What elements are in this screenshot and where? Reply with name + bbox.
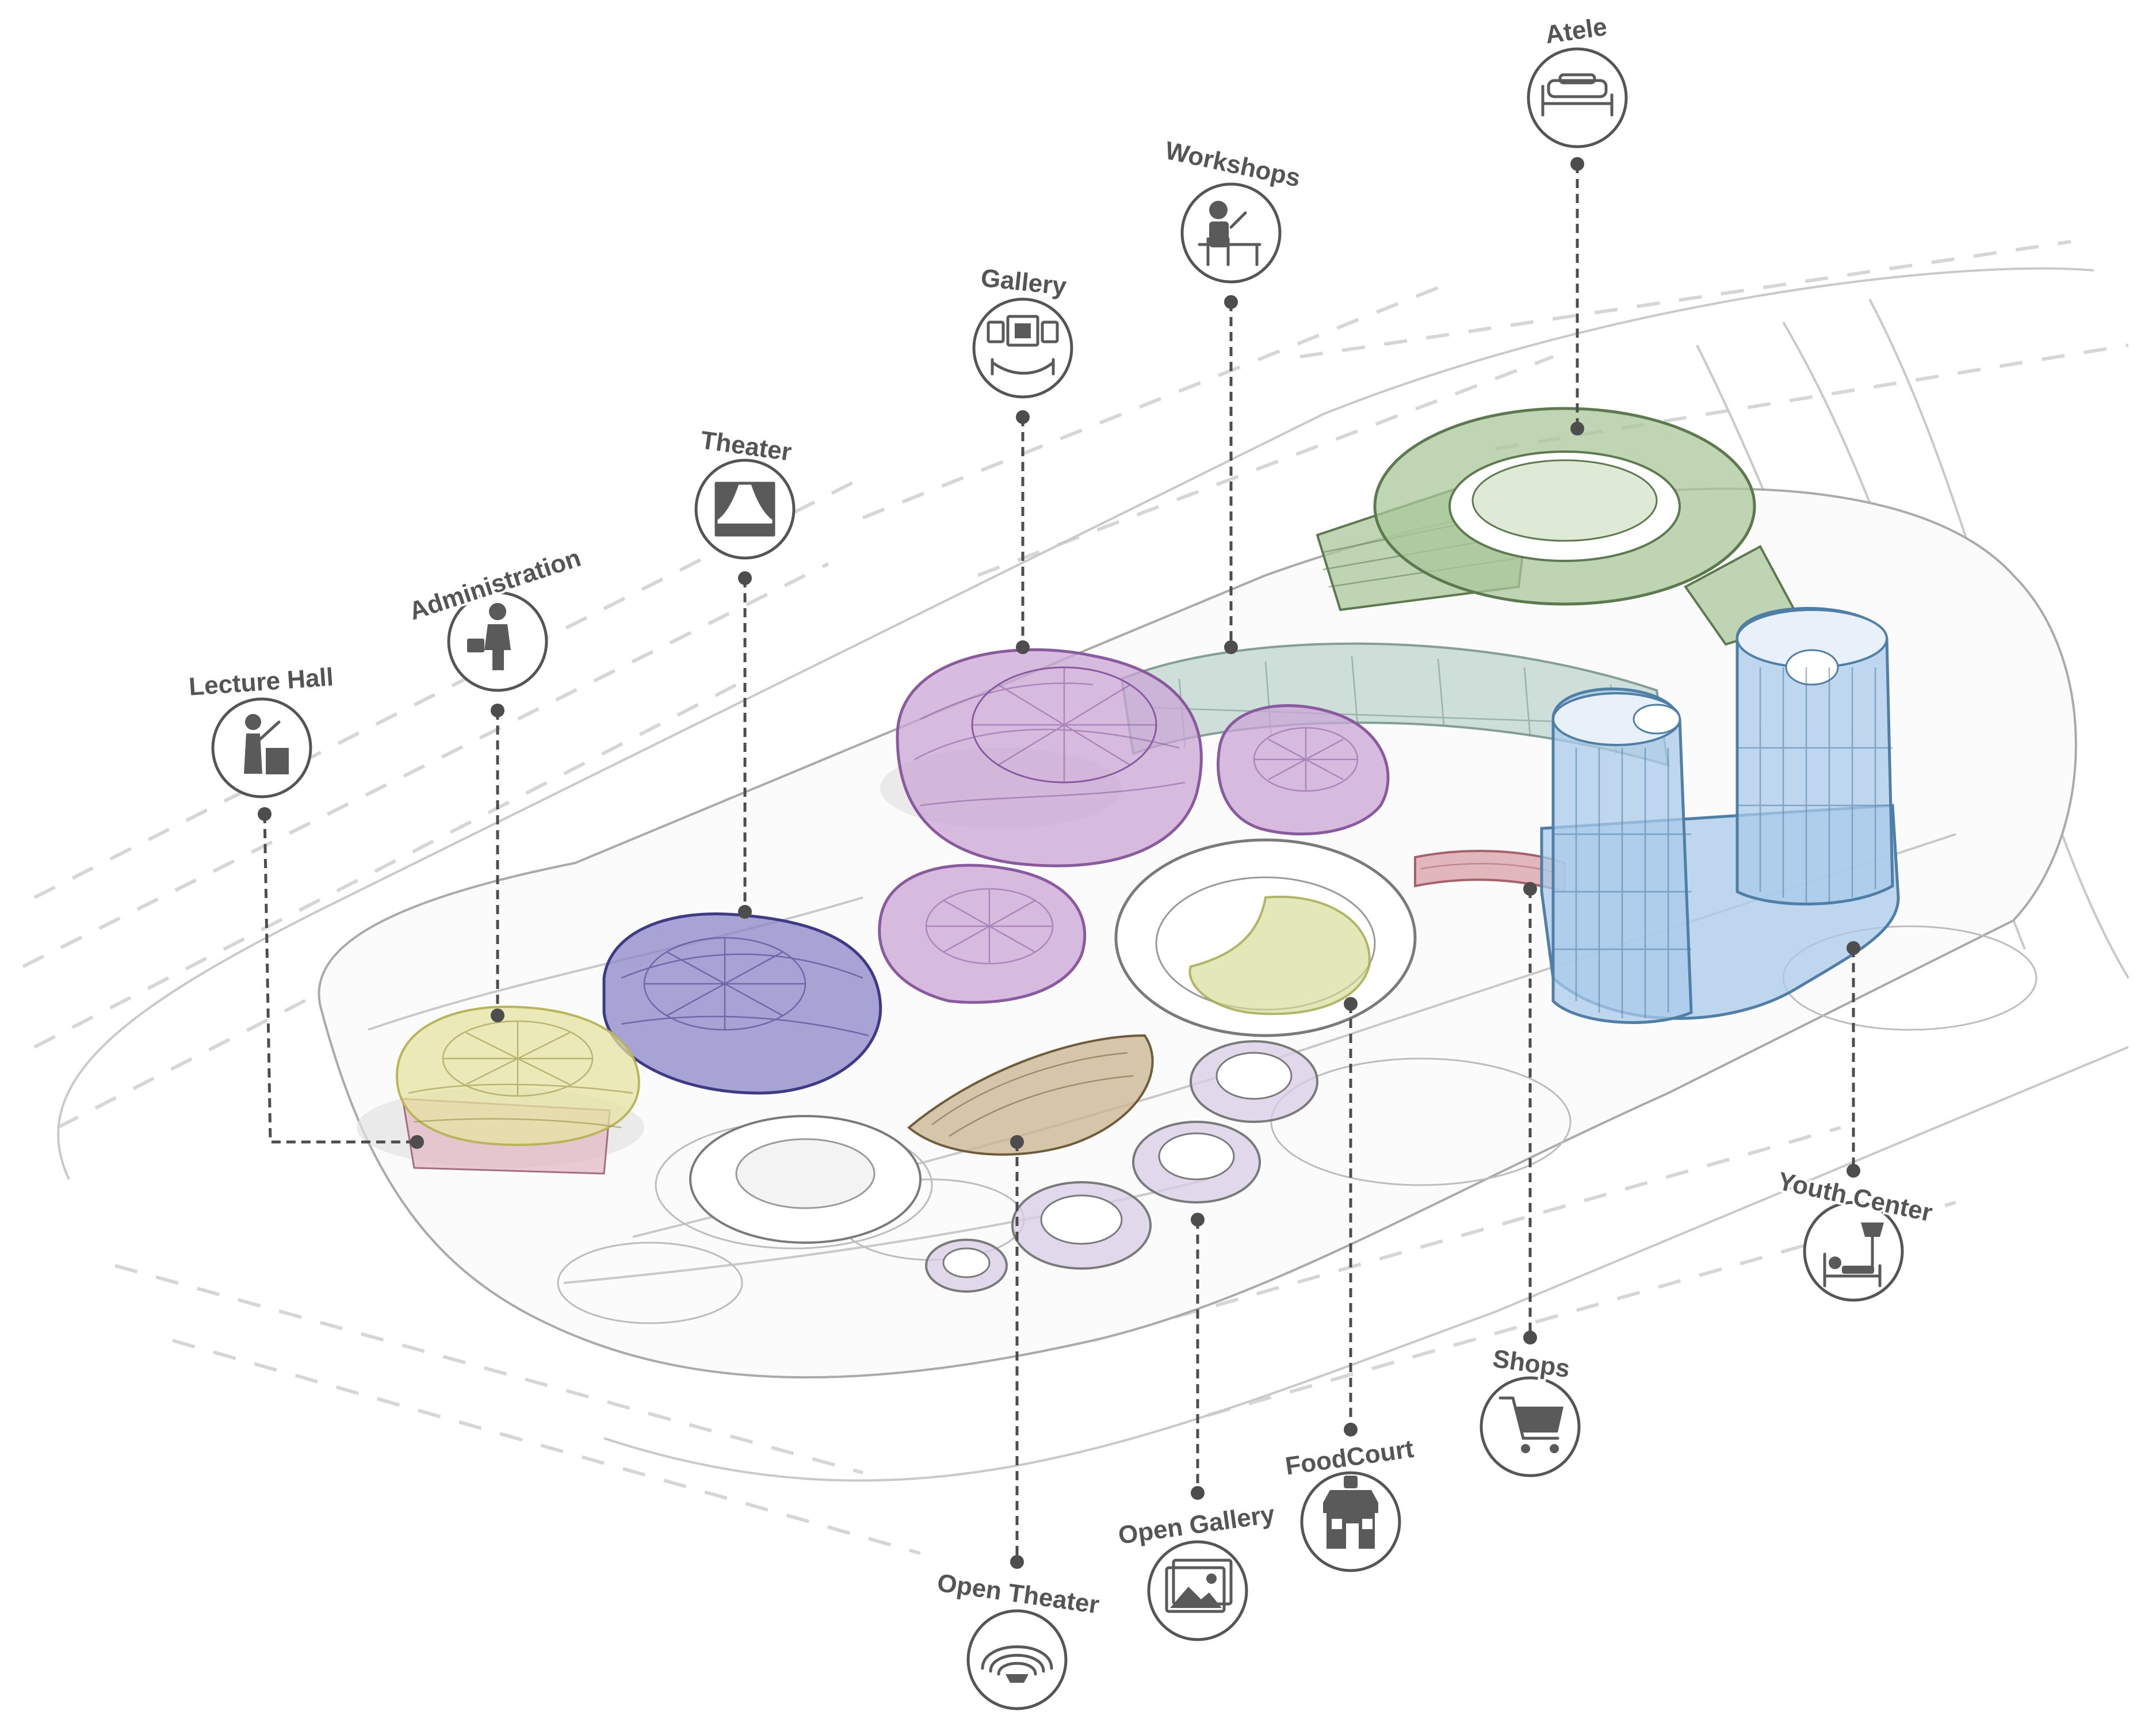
leader-atele <box>1570 157 1584 436</box>
open-gallery-rings <box>689 1040 1318 1293</box>
shopping-cart-icon <box>1499 1396 1564 1453</box>
label-text-lecture-hall: Lecture Hall <box>188 663 335 701</box>
label-workshops: Workshops <box>1160 134 1305 284</box>
lecture-administration-building <box>357 1005 644 1175</box>
gallery-building <box>878 648 1390 1004</box>
theater-building <box>602 912 882 1095</box>
leader-lines <box>258 157 1860 1569</box>
worker-at-table-icon <box>1198 201 1262 266</box>
label-foodcourt: FoodCourt <box>1281 1433 1418 1572</box>
buildings <box>357 407 1900 1293</box>
framed-art-icon <box>987 315 1059 376</box>
leader-workshops <box>1224 295 1238 654</box>
label-open-theater: Open Theater <box>933 1567 1103 1710</box>
label-administration: Administration <box>403 541 587 692</box>
label-youth-center: Youth Center <box>1773 1164 1937 1302</box>
amphitheater-icon <box>981 1645 1053 1683</box>
label-text-shops: Shops <box>1491 1344 1572 1383</box>
atele-building <box>1316 407 1802 646</box>
label-text-gallery: Gallery <box>980 263 1068 300</box>
stage-curtain-icon <box>714 482 775 537</box>
bed-lamp-icon <box>1823 1223 1884 1288</box>
storefront-icon <box>1323 1476 1378 1549</box>
label-shops: Shops <box>1480 1342 1581 1477</box>
label-lecture-hall: Lecture Hall <box>186 660 337 799</box>
bed-icon <box>1541 73 1614 117</box>
label-text-theater: Theater <box>699 426 793 467</box>
leader-open-gallery <box>1191 1213 1205 1500</box>
foodcourt-building <box>1114 838 1417 1037</box>
leader-lecture-hall <box>258 807 424 1149</box>
label-text-atele: Atele <box>1543 13 1608 49</box>
picture-icon <box>1165 1558 1233 1613</box>
businessman-icon <box>467 603 511 670</box>
label-gallery: Gallery <box>972 261 1073 399</box>
youth-center-building <box>1540 607 1900 1024</box>
label-theater: Theater <box>694 423 796 560</box>
leader-foodcourt <box>1344 997 1358 1437</box>
lecturer-podium-icon <box>244 714 289 774</box>
leader-theater <box>738 571 752 919</box>
leader-youth-center <box>1847 941 1860 1178</box>
leader-administration <box>491 704 504 1022</box>
leader-shops <box>1523 882 1537 1344</box>
label-open-gallery: Open Gallery <box>1114 1498 1279 1641</box>
label-atele: Atele <box>1527 10 1628 148</box>
leader-open-theater <box>1010 1135 1024 1569</box>
open-theater-building <box>907 1034 1154 1156</box>
leader-gallery <box>1016 410 1030 654</box>
